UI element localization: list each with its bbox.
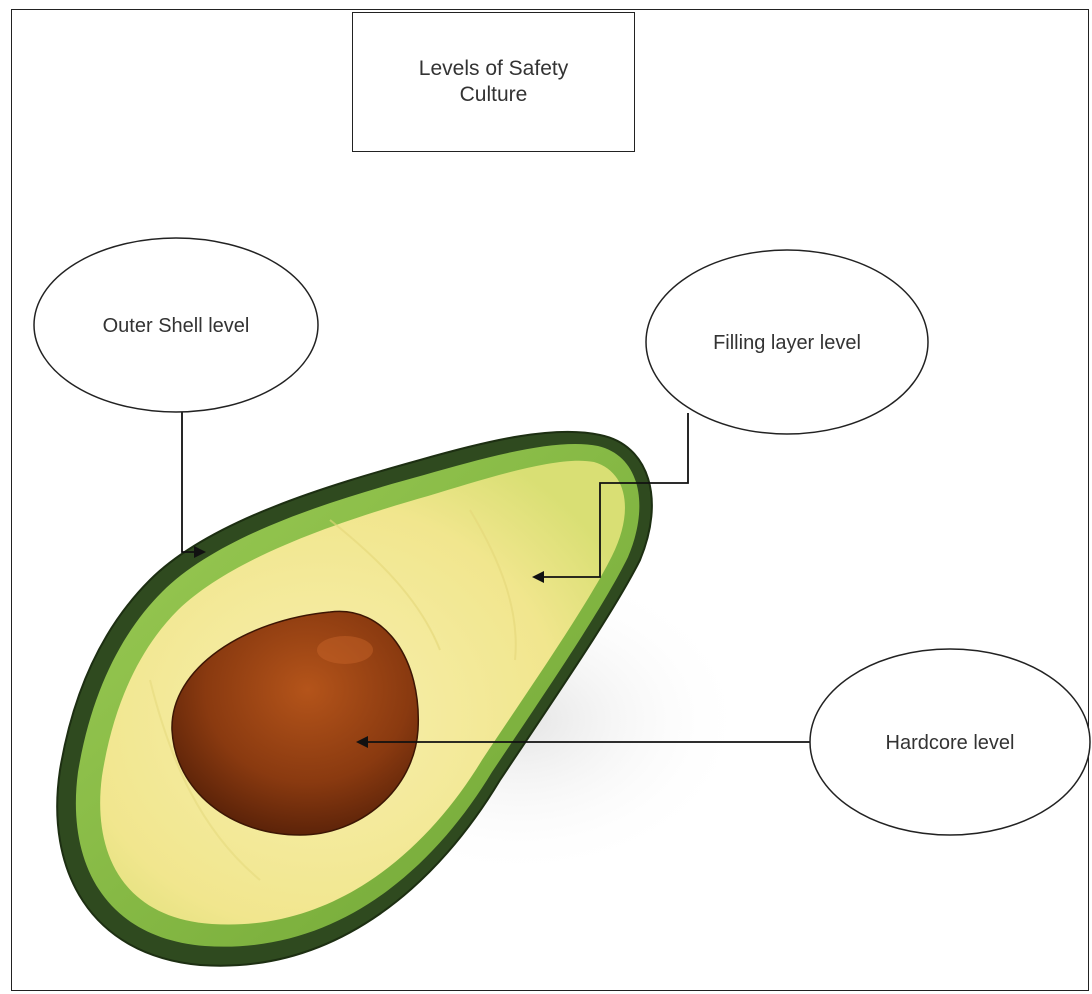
hardcore-label: Hardcore level	[886, 732, 1015, 754]
filling-layer-label: Filling layer level	[713, 332, 861, 354]
diagram-title: Levels of Safety Culture	[384, 56, 604, 109]
outer-shell-label-node: Outer Shell level	[34, 238, 318, 412]
filling-layer-label-node: Filling layer level	[646, 250, 928, 434]
seed-highlight	[317, 636, 373, 664]
outer-shell-connector	[182, 410, 202, 552]
hardcore-label-node: Hardcore level	[810, 649, 1090, 835]
outer-shell-label: Outer Shell level	[103, 315, 250, 337]
title-box: Levels of Safety Culture	[352, 12, 635, 152]
